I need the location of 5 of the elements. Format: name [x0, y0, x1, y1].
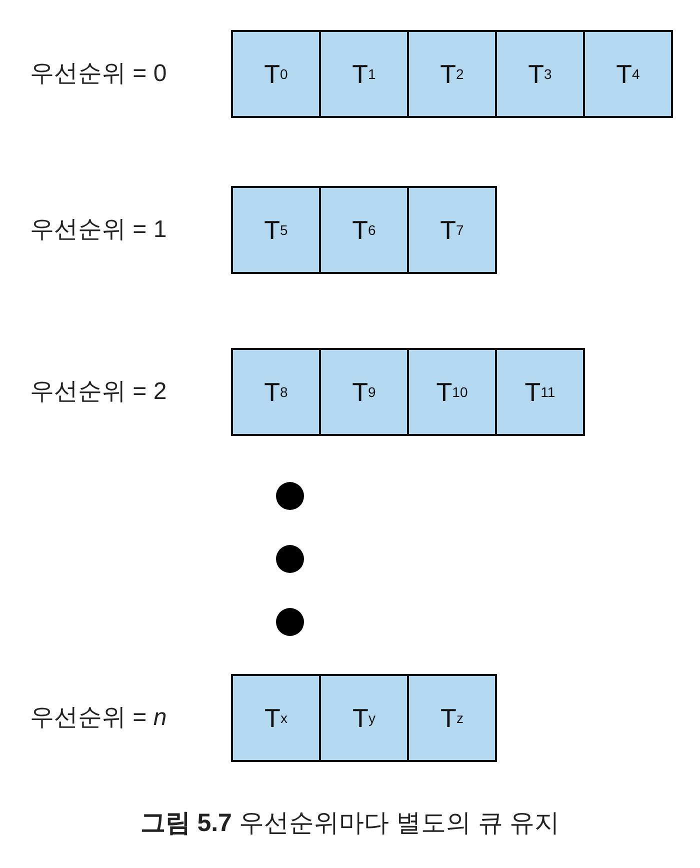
figure-caption: 그림 5.7 우선순위마다 별도의 큐 유지	[139, 808, 561, 839]
priority-label: 우선순위 = 0	[30, 59, 167, 89]
priority-label: 우선순위 = 1	[30, 215, 167, 245]
priority-label: 우선순위 = 2	[30, 377, 167, 407]
priority-label: 우선순위 = n	[30, 703, 167, 733]
